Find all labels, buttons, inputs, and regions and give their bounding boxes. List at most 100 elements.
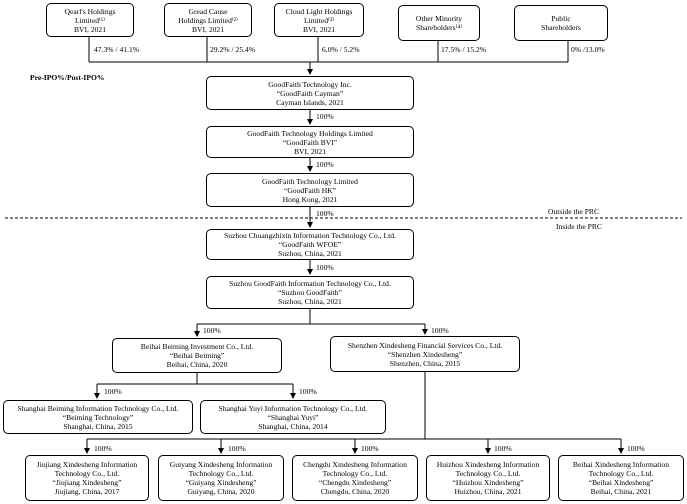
box-line: Hong Kong, 2021 — [282, 194, 338, 204]
box-line: Guiyang Xindesheng Information — [169, 460, 273, 469]
entity-suzhou-goodfaith: Suzhou GoodFaith Information Technology … — [206, 276, 414, 309]
pct-hk-to-wfoe: 100% — [316, 209, 334, 218]
box-line: “GoodFaith WFOE” — [278, 240, 342, 249]
box-line: “Beihai Xindesheng” — [588, 478, 654, 487]
box-line: Qearl's Holdings — [64, 6, 116, 16]
box-line: Technology Co., Ltd. — [54, 469, 120, 478]
pct-qearls: 47.3% / 41.1% — [94, 45, 140, 54]
box-line: BVI, 2021 — [191, 24, 225, 34]
pct-bvi-to-hk: 100% — [316, 160, 334, 169]
entity-shanghai-beiming: Shanghai Beiming Information Technology … — [3, 400, 193, 434]
entity-goodfaith-bvi: GoodFaith Technology Holdings Limited“Go… — [206, 126, 414, 158]
box-line: Suzhou, China, 2021 — [278, 249, 342, 258]
box-line: Beihai, China, 2021 — [590, 487, 652, 496]
box-line: Technology Co., Ltd. — [588, 469, 654, 478]
box-line: Technology Co., Ltd. — [322, 469, 388, 478]
box-line: Public — [551, 14, 571, 23]
box-line: Beihai Xindesheng Information — [572, 460, 670, 469]
pct-gread-cause: 29.2% / 25.4% — [210, 45, 256, 54]
pct-to-shenzhen: 100% — [431, 326, 449, 335]
pct-to-beihai-xindesheng: 100% — [627, 444, 645, 453]
entity-shenzhen-xindesheng: Shenzhen Xindesheng Financial Services C… — [330, 336, 520, 372]
box-line: Shenzhen, China, 2015 — [389, 358, 461, 368]
box-line: Cloud Light Holdings — [285, 6, 353, 16]
box-line: Guiyang, China, 2020 — [187, 487, 255, 496]
box-line: Shareholders — [541, 23, 581, 32]
pct-to-beihai-beiming: 100% — [203, 326, 221, 335]
box-line: Suzhou, China, 2021 — [278, 297, 342, 306]
box-line: “Beihai Beiming” — [169, 351, 225, 360]
pre-post-ipo-label: Pre-IPO%/Post-IPO% — [30, 73, 105, 82]
box-line: “Jiujiang Xindesheng” — [52, 478, 122, 487]
box-line: Limited⁽¹⁾ — [74, 15, 106, 25]
box-line: Shareholders⁽⁴⁾ — [415, 23, 463, 32]
pct-cayman-to-bvi: 100% — [316, 112, 334, 121]
box-line: “Guiyang Xindesheng” — [185, 478, 257, 487]
box-line: Chengdu Xindesheng Information — [303, 460, 407, 469]
pct-to-chengdu: 100% — [361, 444, 379, 453]
box-line: Huizhou, China, 2021 — [454, 487, 522, 496]
box-line: Gread Cause — [188, 6, 228, 16]
box-line: BVI, 2021 — [293, 146, 327, 156]
box-line: Huizhou Xindesheng Information — [436, 460, 540, 469]
box-line: Jiujiang Xindesheng Information — [36, 460, 138, 469]
box-line: Cayman Islands, 2021 — [276, 97, 344, 107]
pct-to-jiujiang: 100% — [94, 444, 112, 453]
box-line: Other Minority — [415, 14, 463, 23]
box-line: “Shanghai Yuyi” — [267, 412, 319, 422]
box-line: GoodFaith Technology Limited — [262, 176, 358, 186]
box-line: “Huizhou Xindesheng” — [452, 478, 524, 487]
box-line: Chengdu, China, 2020 — [320, 487, 390, 496]
box-line: GoodFaith Technology Holdings Limited — [247, 128, 373, 138]
entity-goodfaith-wfoe: Suzhou Chuangzhixin Information Technolo… — [206, 229, 414, 260]
box-line: “GoodFaith BVI” — [282, 137, 338, 147]
box-line: “Chengdu Xindesheng” — [318, 478, 392, 487]
box-line: Beihai, China, 2020 — [166, 360, 228, 369]
box-line: Technology Co., Ltd. — [455, 469, 521, 478]
box-line: Suzhou Chuangzhixin Information Technolo… — [224, 231, 396, 240]
box-line: Jiujiang, China, 2017 — [54, 487, 120, 496]
box-line: Shanghai, China, 2014 — [258, 421, 328, 431]
box-line: Shenzhen Xindesheng Financial Services C… — [347, 340, 503, 350]
pct-to-huizhou: 100% — [494, 444, 512, 453]
pct-to-guiyang: 100% — [228, 444, 246, 453]
entity-goodfaith-cayman: GoodFaith Technology Inc.“GoodFaith Caym… — [206, 76, 414, 110]
inside-prc-label: Inside the PRC — [556, 222, 602, 231]
entity-shanghai-yuyi: Shanghai Yuyi Information Technology Co.… — [200, 400, 386, 434]
outside-prc-label: Outside the PRC — [548, 207, 600, 216]
box-line: Technology Co., Ltd. — [188, 469, 254, 478]
box-line: Holdings Limited⁽²⁾ — [178, 15, 238, 25]
box-line: “Shenzhen Xindesheng” — [387, 349, 463, 359]
entity-beihai-beiming: Beihai Beiming Investment Co., Ltd.“Beih… — [112, 338, 282, 373]
box-line: “GoodFaith HK” — [283, 185, 337, 195]
box-line: Suzhou GoodFaith Information Technology … — [229, 279, 391, 288]
box-line: “Suzhou GoodFaith” — [278, 288, 342, 297]
box-line: Shanghai, China, 2015 — [63, 421, 133, 431]
box-line: Shanghai Beiming Information Technology … — [17, 403, 179, 413]
pct-public: 0% /13.0% — [571, 45, 605, 54]
box-line: GoodFaith Technology Inc. — [268, 79, 352, 89]
box-line: BVI, 2021 — [73, 24, 107, 34]
box-line: “GoodFaith Cayman” — [276, 88, 344, 98]
box-line: Limited⁽³⁾ — [303, 15, 335, 25]
pct-wfoe-to-suzhou: 100% — [316, 263, 334, 272]
pct-to-shanghai-beiming: 100% — [104, 387, 122, 396]
box-line: Beihai Beiming Investment Co., Ltd. — [140, 342, 254, 351]
box-line: BVI, 2021 — [302, 24, 336, 34]
pct-other-minority: 17.5% / 15.2% — [441, 45, 487, 54]
pct-to-shanghai-yuyi: 100% — [299, 387, 317, 396]
entity-goodfaith-hk: GoodFaith Technology Limited“GoodFaith H… — [206, 173, 414, 207]
pct-cloud-light: 6.0% / 5.2% — [322, 45, 360, 54]
